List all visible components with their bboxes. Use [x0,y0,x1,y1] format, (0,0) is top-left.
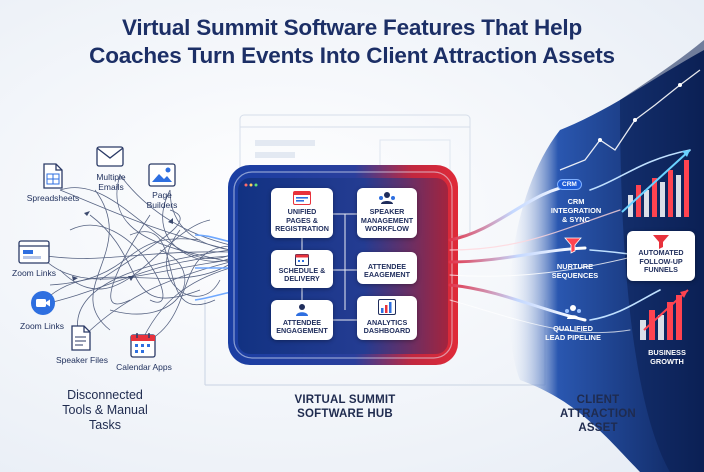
caption-line: ASSET [578,422,618,434]
video-camera-icon [31,291,55,315]
label-line: & SYNC [562,215,590,224]
qualified-pipeline-label: QUALIFIED LEAD PIPELINE [538,324,608,342]
label-multiple-emails: Multiple Emails [96,172,126,192]
label-spreadsheets: Spreadsheets [26,193,80,203]
label-page-builders: Page Builders [146,190,178,210]
card-text: ATTENDEE [282,317,322,327]
card-schedule-delivery: SCHEDULE & DELIVERY [271,250,333,288]
card-text: UNIFIED [287,207,317,217]
card-attendee-eaagement: ATTENDEE EAAGEMENT [357,252,417,284]
crm-integration-label: CRM INTEGRATION & SYNC [548,197,604,224]
label-line: QUALIFIED [553,324,593,333]
card-text: DELIVERY [284,274,320,284]
caption-software-hub: VIRTUAL SUMMIT SOFTWARE HUB [270,393,420,421]
page-title: Virtual Summit Software Features That He… [0,14,704,70]
label-line: LEAD PIPELINE [545,333,601,342]
page-builder-icon [148,163,176,187]
card-text: EAAGEMENT [364,270,410,280]
label-zoom-links-1: Zoom Links [12,268,56,278]
caption-line: Tools & Manual [62,403,148,417]
label-line: CRM [567,197,585,206]
scribble-arrowheads [72,211,173,281]
bar-chart-top [621,149,691,217]
card-text: SPEAKER [369,207,405,217]
card-text: ATTENDEE [367,261,407,271]
label-line: BUSINESS [648,348,686,357]
label-zoom-links-2: Zoom Links [20,321,64,331]
nurture-sequences-label: NURTURE SEQUENCES [545,262,605,280]
card-text: SCHEDULE & [278,265,326,275]
funnel-card-icon [653,235,669,249]
funnel-icon [564,237,582,254]
calendar-small-icon [295,254,309,266]
label-calendar-apps: Calendar Apps [116,362,172,372]
caption-line: SOFTWARE HUB [297,408,393,420]
bar-chart-bottom [640,289,689,340]
card-text: WORKFLOW [365,224,409,234]
card-text: ANALYTICS [366,317,408,327]
card-text: FUNNELS [644,265,678,275]
caption-line: Disconnected [67,388,143,402]
card-speaker-management: SPEAKER MANAGEMENT WORKFLOW [357,188,417,238]
spreadsheet-icon [43,163,63,189]
card-text: MANAGEMENT [360,215,414,225]
input-flow-arrows [194,234,233,301]
growth-line [559,69,701,171]
label-line: SEQUENCES [551,271,599,280]
speaker-group-icon [379,192,395,204]
card-unified-pages: UNIFIED PAGES & REGISTRATION [271,188,333,238]
card-automated-funnels: AUTOMATED FOLLOW-UP FUNNELS [627,231,695,281]
label-speaker-files: Speaker Files [56,355,108,365]
card-text: ENGAGEMENT [276,326,328,336]
crm-badge: CRM [557,179,582,190]
caption-line: Tasks [89,418,121,432]
users-icon [565,305,581,319]
business-growth-label: BUSINESS GROWTH [640,348,694,366]
card-attendee-engagement: ATTENDEE ENGAGEMENT [271,300,333,340]
browser-window-icon [18,240,50,264]
card-text: DASHBOARD [363,326,411,336]
label-line: INTEGRATION [550,206,602,215]
calendar-icon [130,333,156,358]
title-line-2: Coaches Turn Events Into Client Attracti… [89,43,615,68]
caption-line: VIRTUAL SUMMIT [294,394,396,406]
card-analytics-dashboard: ANALYTICS DASHBOARD [357,296,417,340]
webpage-icon [293,191,311,205]
tangled-lines [39,174,231,346]
title-line-1: Virtual Summit Software Features That He… [121,15,583,40]
analytics-icon [378,299,396,315]
caption-client-attraction: CLIENT ATTRACTION ASSET [548,393,648,435]
attendee-icon [296,304,308,316]
file-icon [71,325,91,351]
card-text: PAGES & [286,215,318,225]
card-text: AUTOMATED [638,248,684,258]
card-text: REGISTRATION [275,224,329,234]
email-icon [96,146,124,167]
caption-line: CLIENT [576,394,620,406]
label-line: NURTURE [556,262,594,271]
hub-connectors [301,213,358,321]
caption-line: ATTRACTION [560,408,636,420]
card-text: FOLLOW-UP [639,256,683,266]
label-line: GROWTH [650,357,684,366]
caption-disconnected-tools: Disconnected Tools & Manual Tasks [50,388,160,433]
